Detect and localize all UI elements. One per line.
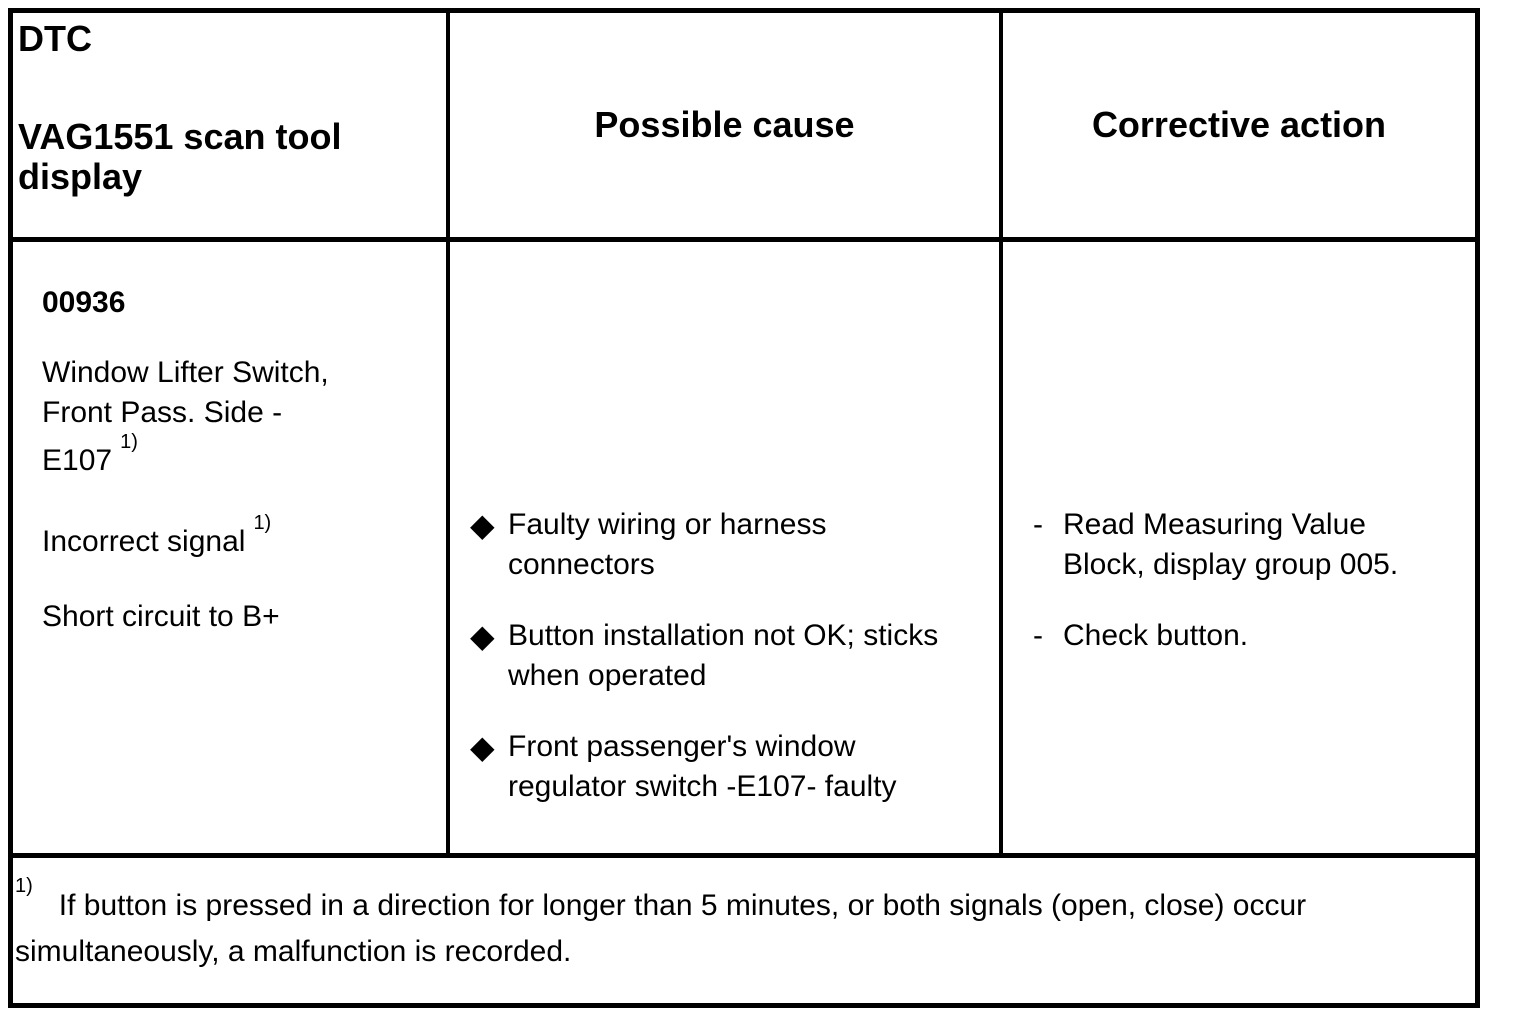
diamond-bullet-icon: ◆ <box>470 729 495 765</box>
dash-bullet-icon: - <box>1033 619 1043 652</box>
action-item: - Read Measuring Value Block, display gr… <box>1033 505 1465 585</box>
scan-tool-display-label: VAG1551 scan tool display <box>18 117 438 197</box>
dash-bullet-icon: - <box>1033 508 1043 541</box>
action-text: Check button. <box>1063 619 1249 652</box>
footnote: 1)If button is pressed in a direction fo… <box>15 875 1461 975</box>
symptom-short-circuit: Short circuit to B+ <box>42 600 280 633</box>
dtc-code: 00936 <box>42 286 126 319</box>
body-cell-dtc: 00936 Window Lifter Switch, Front Pass. … <box>13 242 450 858</box>
cause-text: Faulty wiring or harness connectors <box>508 508 827 581</box>
header-cell-possible-cause: Possible cause <box>450 13 1003 242</box>
footnote-marker: 1) <box>15 875 33 897</box>
diamond-bullet-icon: ◆ <box>470 507 495 543</box>
body-cell-corrective-action: - Read Measuring Value Block, display gr… <box>1003 242 1475 858</box>
diamond-bullet-icon: ◆ <box>470 618 495 654</box>
header-cell-dtc: DTC VAG1551 scan tool display <box>13 13 450 242</box>
action-item: - Check button. <box>1033 616 1465 656</box>
scan-tool-line-2: display <box>18 156 143 197</box>
cause-text: Button installation not OK; sticks when … <box>508 619 939 692</box>
dtc-name-line-2: Front Pass. Side - <box>42 396 283 429</box>
action-text: Read Measuring Value Block, display grou… <box>1063 508 1399 581</box>
dtc-name: Window Lifter Switch, Front Pass. Side -… <box>42 353 436 481</box>
cause-text: Front passenger's window regulator switc… <box>508 730 897 803</box>
dtc-table: DTC VAG1551 scan tool display Possible c… <box>8 8 1480 1008</box>
dtc-name-line-3: E1071) <box>42 431 138 477</box>
footnote-ref-icon: 1) <box>253 512 272 534</box>
body-cell-possible-cause: ◆ Faulty wiring or harness connectors ◆ … <box>450 242 1003 858</box>
footnote-text: If button is pressed in a direction for … <box>15 889 1307 968</box>
header-cell-corrective-action: Corrective action <box>1003 13 1475 242</box>
dtc-column-label: DTC <box>18 18 92 59</box>
cause-item: ◆ Faulty wiring or harness connectors <box>470 505 989 585</box>
possible-cause-label: Possible cause <box>594 104 855 145</box>
footnote-cell: 1)If button is pressed in a direction fo… <box>13 858 1475 1003</box>
corrective-action-label: Corrective action <box>1091 104 1387 145</box>
footnote-ref-icon: 1) <box>120 431 138 453</box>
cause-item: ◆ Button installation not OK; sticks whe… <box>470 616 989 696</box>
cause-item: ◆ Front passenger's window regulator swi… <box>470 727 989 807</box>
scan-tool-line-1: VAG1551 scan tool <box>18 116 342 157</box>
symptom-incorrect-signal: Incorrect signal1) <box>42 512 272 558</box>
dtc-name-line-1: Window Lifter Switch, <box>42 356 329 389</box>
